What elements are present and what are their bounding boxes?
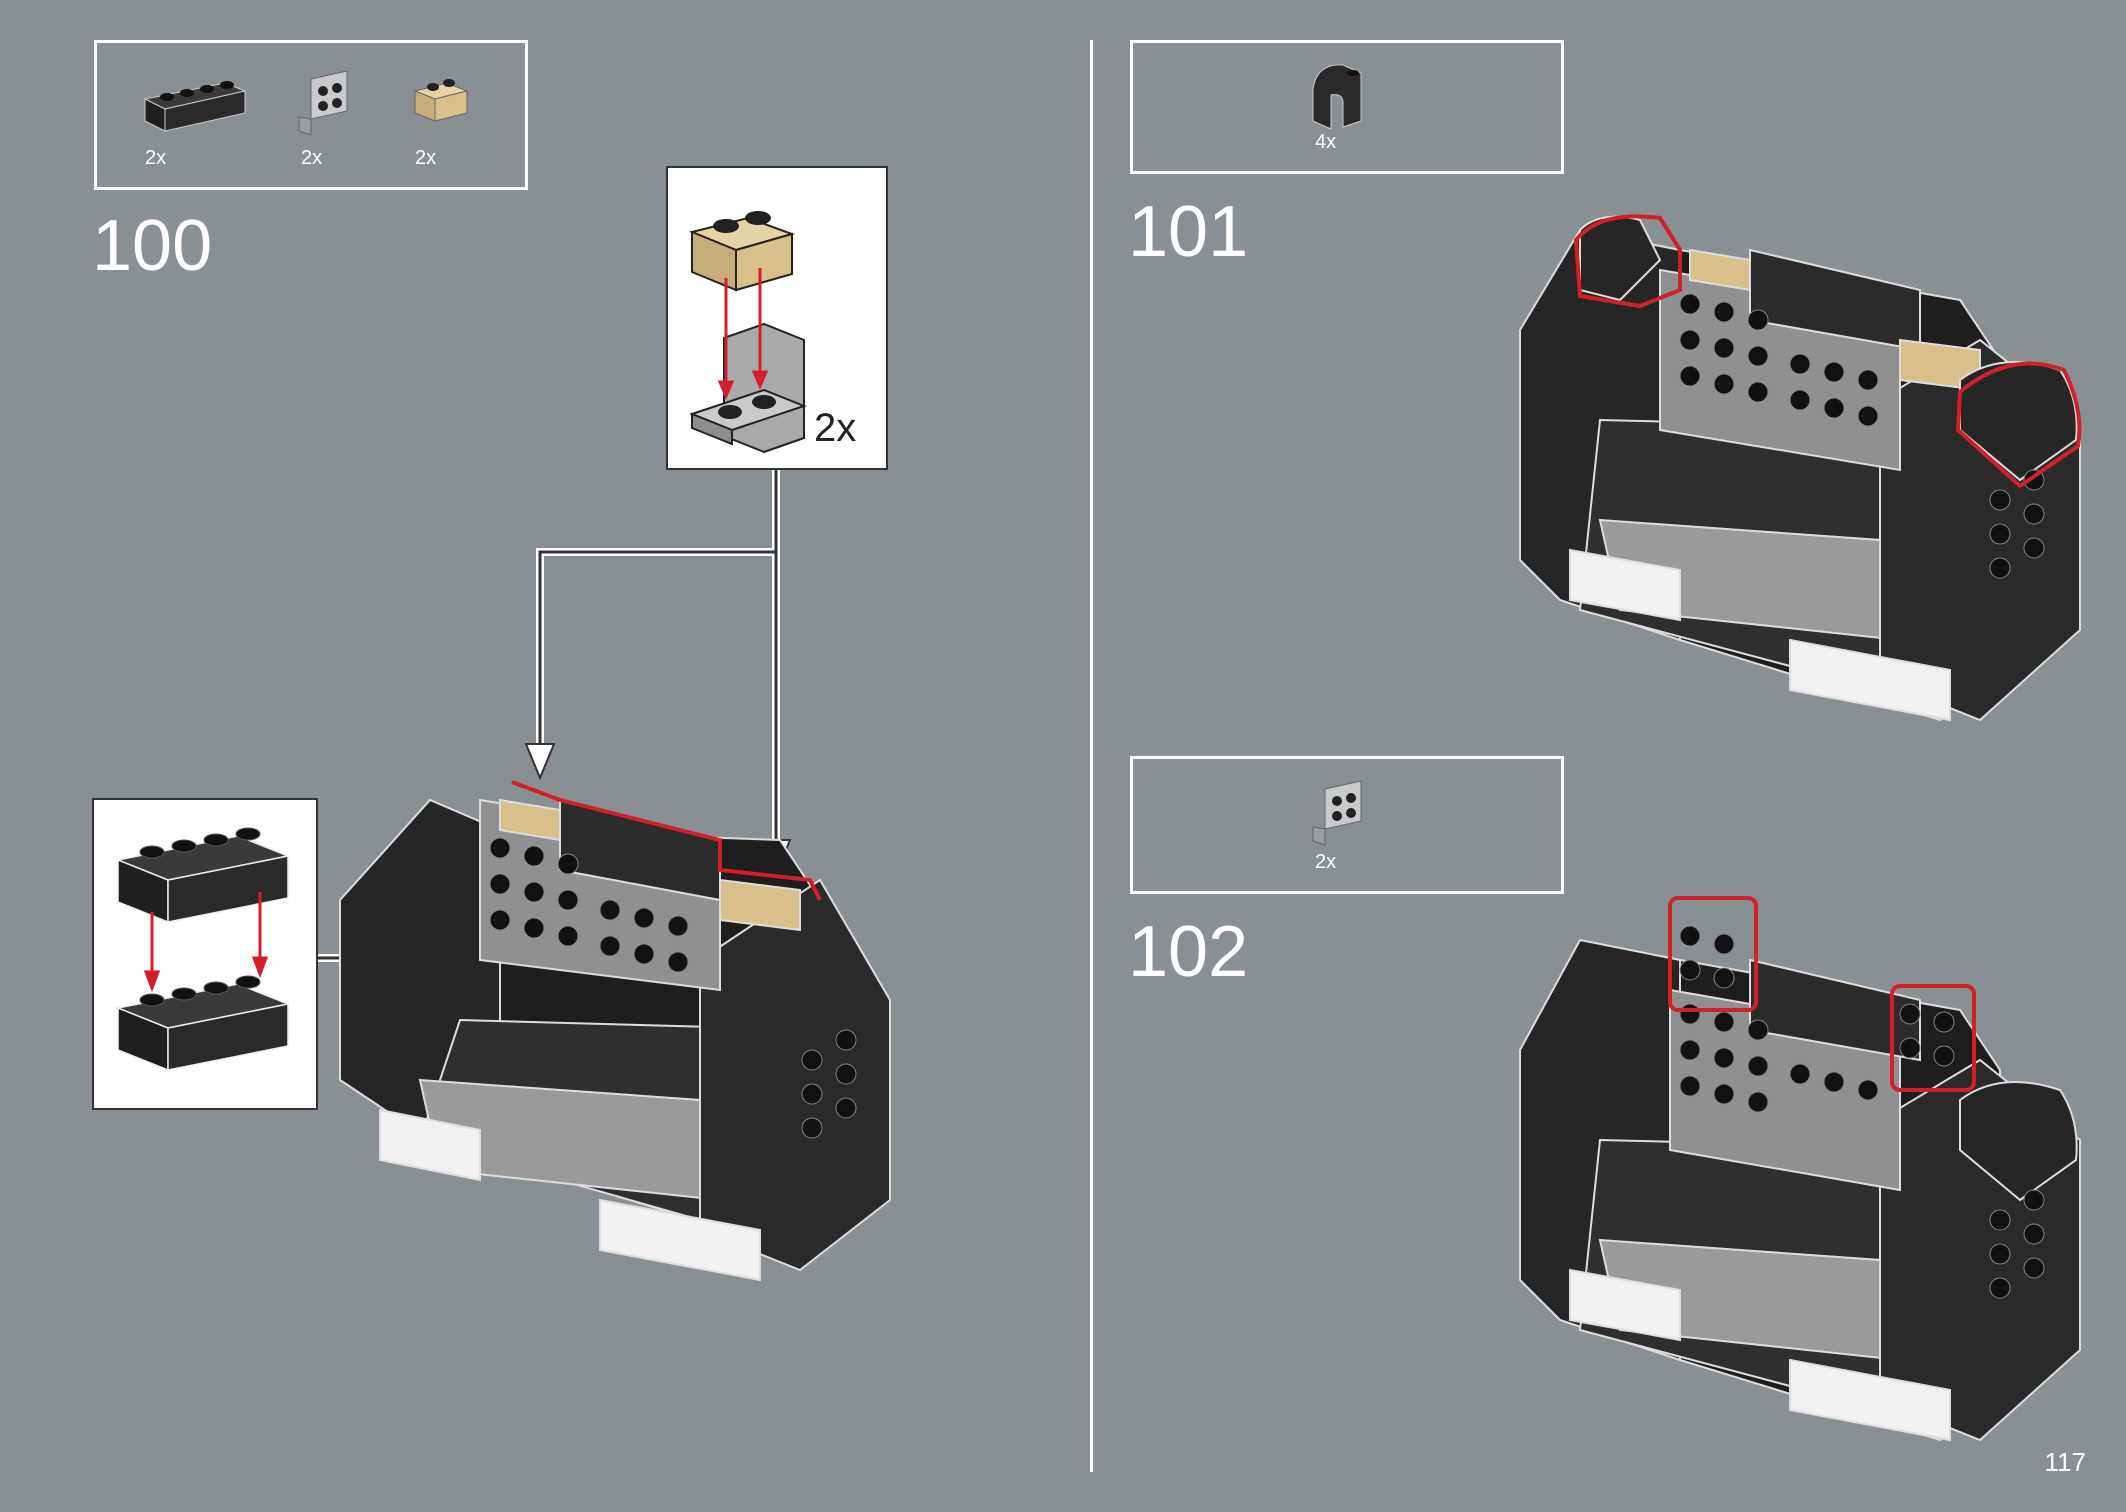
black-curved-slope-icon — [1312, 64, 1362, 130]
part-qty: 2x — [1315, 851, 1337, 873]
red-arrow-icon — [143, 892, 269, 993]
tan-on-bracket-illustration — [688, 211, 807, 454]
black-brick-stack-illustration — [115, 827, 291, 1072]
callout-qty: 2x — [814, 406, 857, 450]
step-number: 100 — [92, 206, 213, 286]
step-number: 102 — [1128, 912, 1249, 992]
parts-list-step-102: 2x — [1130, 756, 1564, 894]
red-arrow-icon — [717, 268, 769, 400]
gray-bracket-plate-icon — [1312, 780, 1362, 846]
part-qty: 2x — [415, 147, 437, 169]
page-number: 117 — [2044, 1447, 2086, 1477]
part-qty: 4x — [1315, 131, 1337, 153]
page-divider — [1090, 40, 1093, 1472]
arrow-head-icon — [524, 743, 556, 781]
black-1x4-brick-icon — [143, 81, 247, 132]
part-qty: 2x — [145, 147, 167, 169]
part-qty: 2x — [301, 147, 323, 169]
gray-bracket-plate-icon — [298, 70, 348, 136]
parts-icons — [1312, 780, 1362, 846]
sub-assembly-callout: 2x — [666, 166, 888, 470]
tan-1x2-brick-icon — [413, 79, 469, 122]
parts-list-step-100: 2x 2x 2x — [94, 40, 528, 190]
parts-icons — [143, 70, 469, 136]
step-number: 101 — [1128, 192, 1249, 272]
parts-icons — [1312, 64, 1362, 130]
parts-list-step-101: 4x — [1130, 40, 1564, 174]
sub-assembly-callout — [92, 798, 318, 1110]
